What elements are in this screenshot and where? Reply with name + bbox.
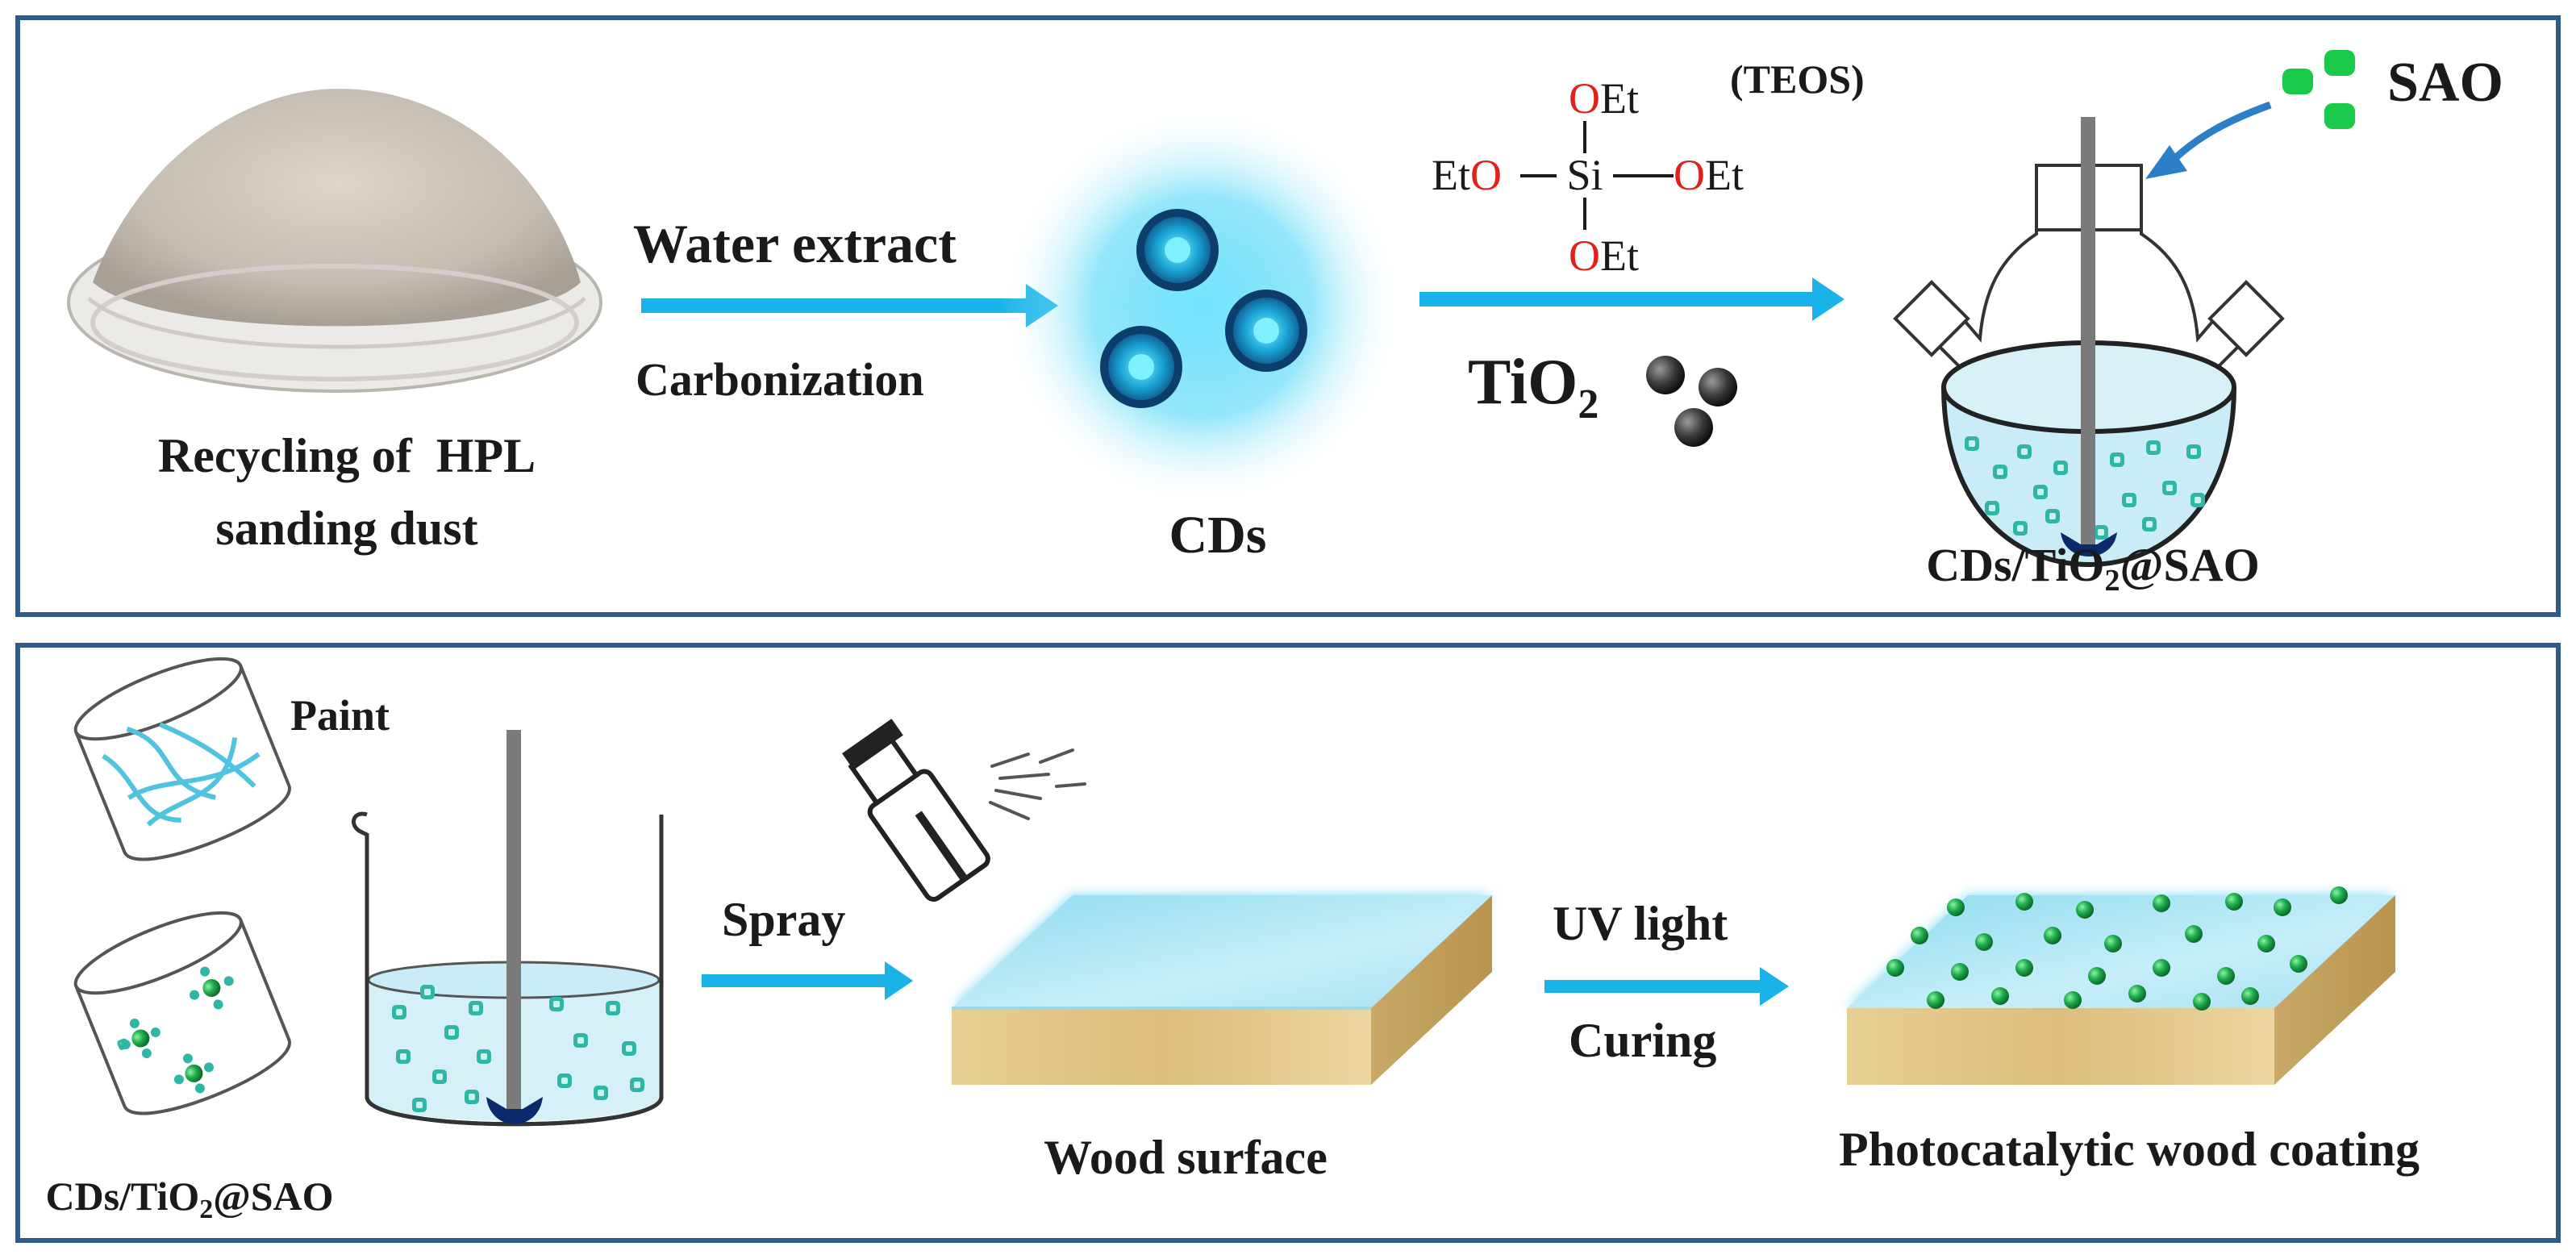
water-extract-arrow — [641, 284, 1058, 327]
teos-group-top: OEt — [1569, 74, 1639, 123]
beaker-label: CDs/TiO2@SAO — [45, 1174, 333, 1224]
spray-bottle-icon — [842, 719, 990, 902]
particle-beaker-icon — [73, 911, 291, 1115]
teos-structure: (TEOS) Si OEt EtO OEt OEt — [1432, 56, 1865, 280]
sao-arrowhead — [2145, 145, 2187, 179]
teos-group-right: OEt — [1674, 151, 1744, 199]
spray-label: Spray — [722, 893, 845, 946]
cd-dot-icon — [1136, 209, 1219, 291]
teos-name: (TEOS) — [1730, 56, 1865, 102]
teos-group-bottom: OEt — [1569, 231, 1639, 280]
cds-label: CDs — [1169, 506, 1266, 565]
tio2-spheres — [1646, 356, 1737, 447]
bottom-panel-frame — [15, 643, 2561, 1243]
tio2-label: TiO2 — [1468, 347, 1599, 427]
dust-label-line2: sanding dust — [215, 502, 477, 555]
cds-glow — [1000, 105, 1403, 508]
paint-beaker-icon — [73, 657, 291, 861]
stirrer-icon — [2061, 117, 2117, 557]
cd-dot-icon — [1100, 326, 1182, 408]
uv-label: UV light — [1553, 897, 1728, 950]
sao-particles — [2282, 50, 2355, 129]
arrow1-bottom-label: Carbonization — [636, 353, 924, 406]
spray-arrow — [702, 961, 913, 1000]
cd-dot-icon — [1225, 290, 1307, 372]
arrow1-top-label: Water extract — [633, 213, 957, 274]
coated-wood-block-icon — [1847, 895, 2395, 1085]
top-panel-frame — [15, 15, 2561, 617]
curing-label: Curing — [1569, 1014, 1716, 1067]
teos-group-left: EtO — [1432, 151, 1502, 199]
spray-mist — [989, 748, 1086, 820]
flask-label: CDs/TiO2@SAO — [1926, 539, 2260, 598]
uv-arrow — [1544, 967, 1789, 1006]
coating-label: Photocatalytic wood coating — [1839, 1123, 2420, 1176]
sao-label: SAO — [2387, 52, 2503, 114]
stirrer-icon — [486, 730, 543, 1124]
paint-label: Paint — [290, 691, 390, 740]
teos-arrow — [1419, 277, 1844, 321]
teos-si: Si — [1566, 151, 1603, 199]
powder-dish-icon — [67, 89, 602, 393]
wood-label: Wood surface — [1044, 1131, 1328, 1184]
sao-arrow — [2170, 101, 2272, 163]
dust-label-line1: Recycling of HPL — [158, 429, 536, 482]
wood-block-icon — [952, 895, 1492, 1085]
